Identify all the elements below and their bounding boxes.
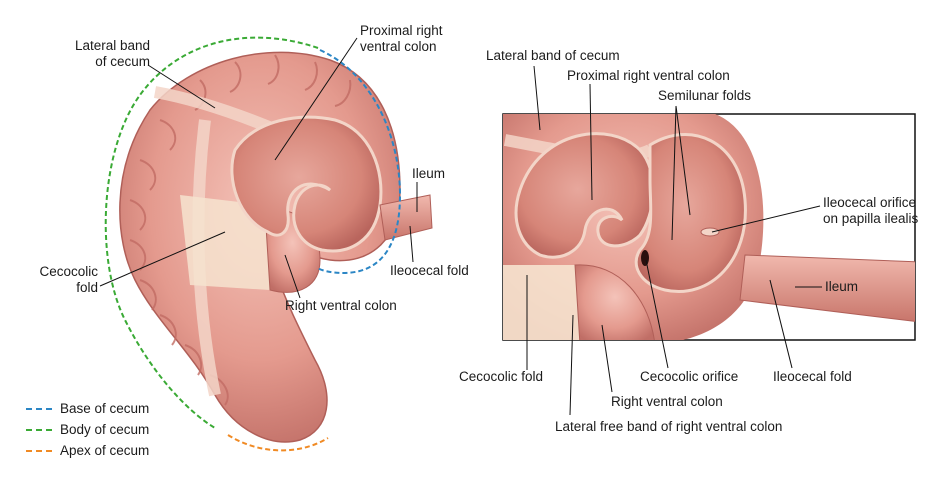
label-lateral-band-left: Lateral band of cecum — [74, 38, 150, 69]
ileum-left — [379, 194, 433, 241]
base-dashed-line — [317, 49, 402, 275]
leader-lines-right — [526, 65, 822, 416]
label-lateral-free-band: Lateral free band of right ventral colon — [555, 419, 783, 434]
label-right-ventral-colon-right: Right ventral colon — [611, 394, 723, 409]
label-ileum-left: Ileum — [412, 166, 446, 181]
label-lateral-band-right: Lateral band of cecum — [486, 48, 620, 63]
right-cecum-figure — [503, 114, 915, 340]
legend-item-body: Body of cecum — [26, 419, 149, 440]
label-ileocecal-fold-left: Ileocecal fold — [390, 263, 469, 278]
leader-lines-left — [99, 37, 418, 299]
label-ileum-right: Ileum — [825, 279, 859, 294]
label-ileocecal-orifice: Ileocecal orifice on papilla ilealis — [823, 195, 919, 226]
base-opening-right — [634, 133, 747, 293]
body-dashed-line — [104, 36, 319, 429]
label-proximal-rvc-right: Proximal right ventral colon — [567, 68, 730, 83]
legend: Base of cecum Body of cecum Apex of cecu… — [26, 398, 149, 461]
label-semilunar-folds: Semilunar folds — [658, 88, 752, 103]
opened-base-left — [230, 115, 383, 253]
legend-swatch-apex — [26, 449, 52, 452]
right-ventral-colon-right — [574, 264, 655, 340]
apex-dashed-line — [227, 434, 329, 452]
legend-item-base: Base of cecum — [26, 398, 149, 419]
label-cecocolic-fold-left: Cecocolic fold — [39, 264, 98, 295]
label-ileocecal-fold-right: Ileocecal fold — [773, 369, 852, 384]
label-cecocolic-fold-right: Cecocolic fold — [459, 369, 544, 384]
legend-swatch-base — [26, 407, 52, 410]
legend-item-apex: Apex of cecum — [26, 440, 149, 461]
cecocolic-fold-left — [180, 195, 270, 290]
label-right-ventral-colon-left: Right ventral colon — [285, 298, 397, 313]
ileum-right — [739, 254, 915, 322]
cecocolic-orifice-mark — [641, 250, 649, 266]
proximal-colon-opening-right — [514, 132, 655, 259]
label-proximal-rvc-left: Proximal right ventral colon — [360, 23, 443, 54]
label-cecocolic-orifice: Cecocolic orifice — [640, 369, 739, 384]
cecocolic-fold-right — [503, 265, 585, 340]
legend-swatch-body — [26, 428, 52, 431]
left-cecum-figure — [104, 36, 433, 452]
ileocecal-orifice-mark — [700, 227, 720, 237]
haustra-lines-left — [129, 54, 352, 406]
